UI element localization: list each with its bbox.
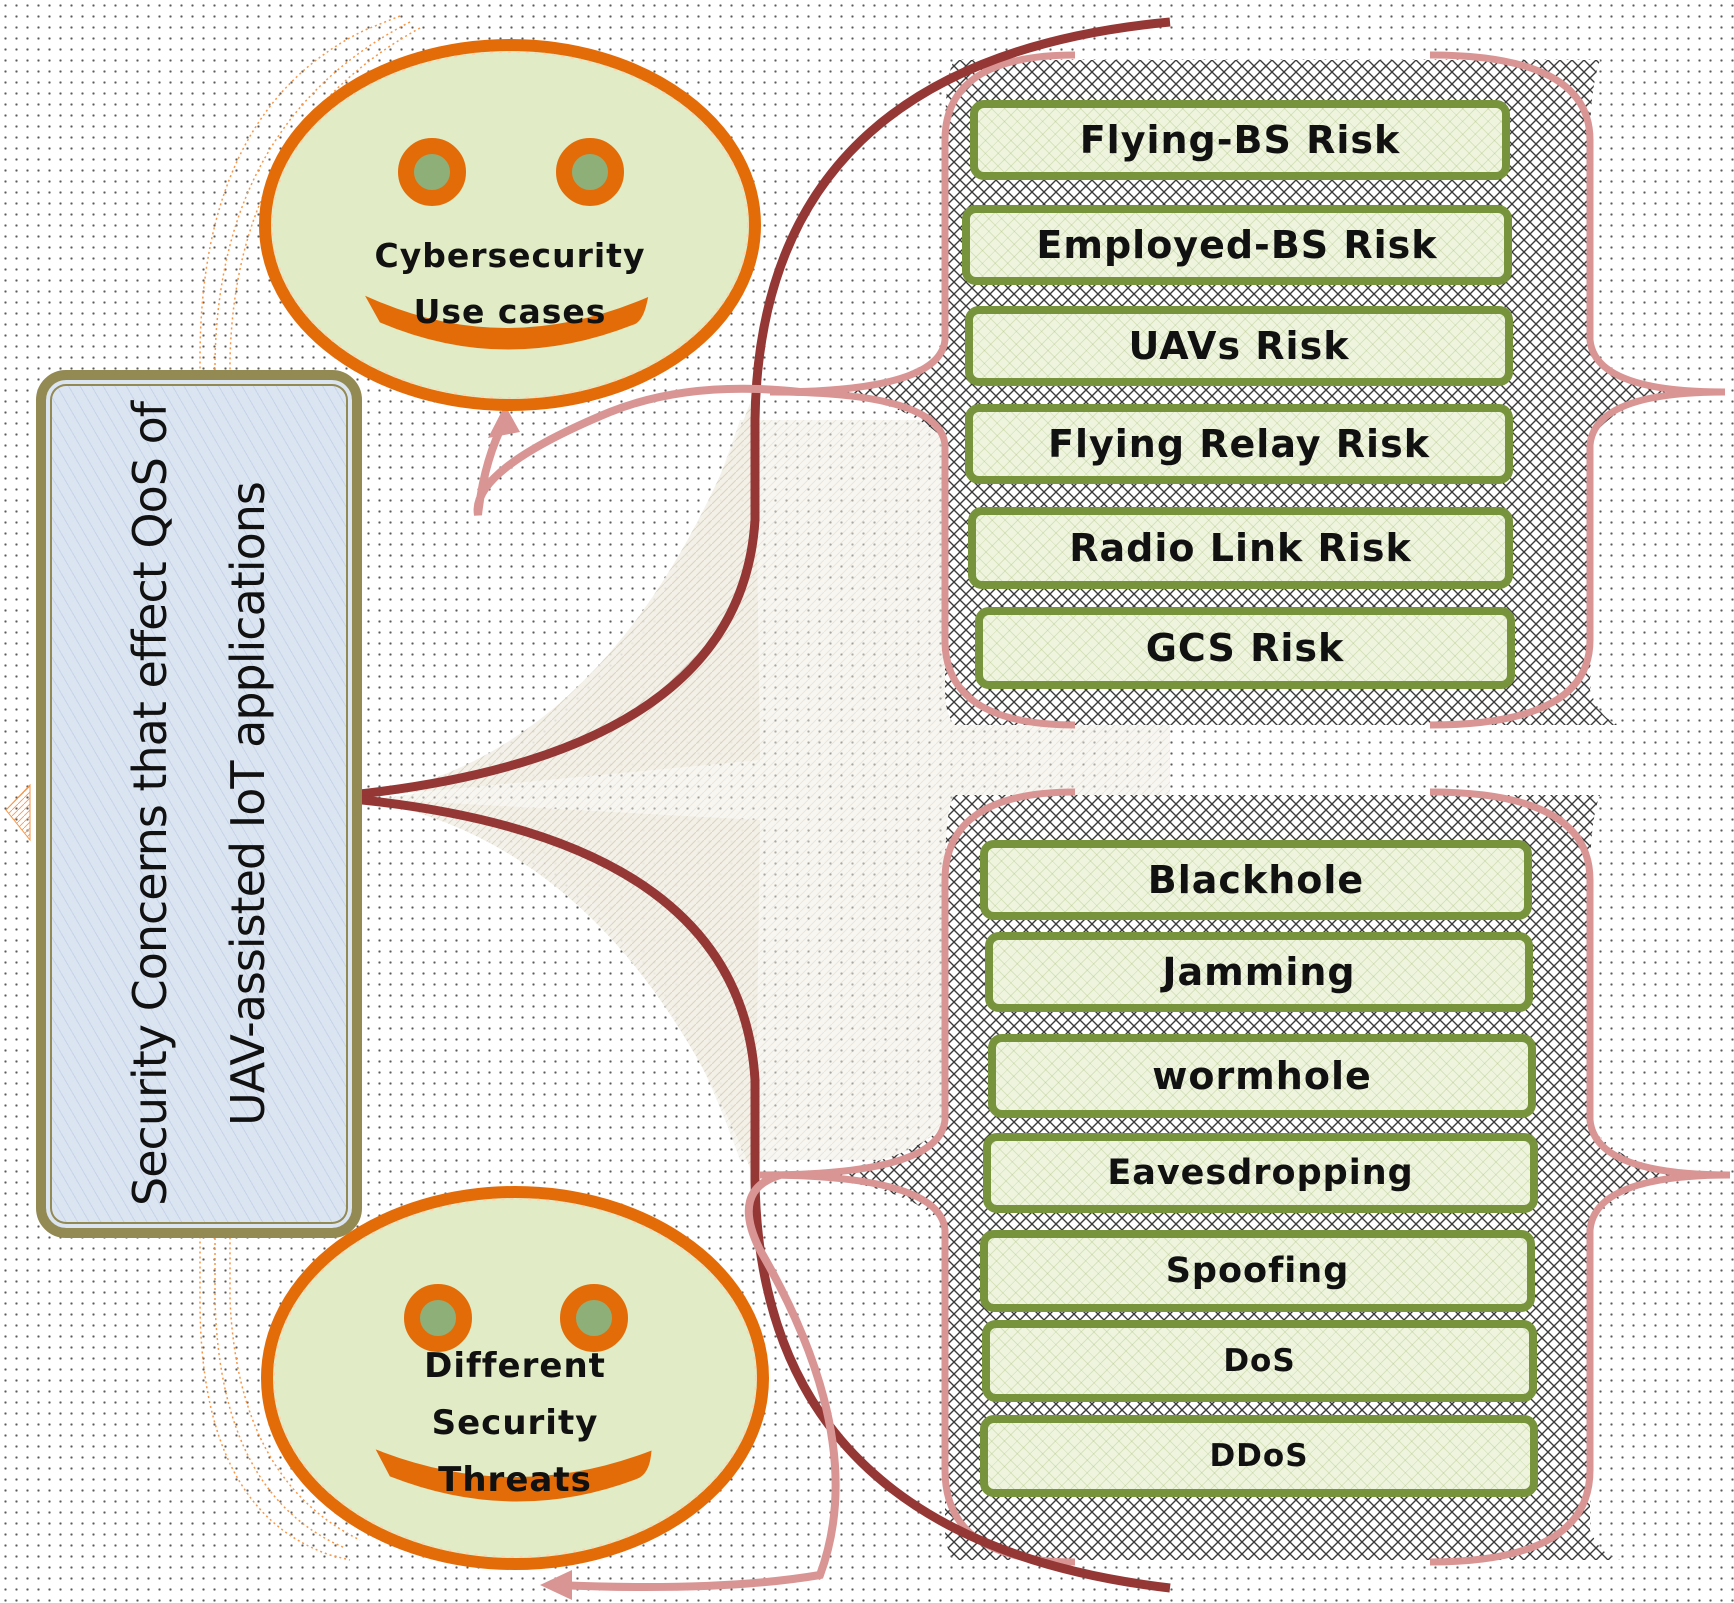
eye-icon [556,138,624,206]
arrow-to-cybersecurity [473,384,801,516]
threat-item: wormhole [988,1034,1536,1118]
smile-icon [375,1449,652,1502]
threat-item: DDoS [980,1415,1538,1497]
threats-face [261,1186,769,1570]
title-line-2: UAV-assisted IoT applications [221,482,275,1126]
eye-icon [560,1284,628,1352]
use-case-item: Flying Relay Risk [965,404,1513,484]
threat-item: Jamming [985,932,1533,1012]
cybersecurity-label: Cybersecurity Use cases [340,228,680,340]
threats-label-line-1: Different [424,1346,606,1386]
use-case-item: UAVs Risk [965,306,1513,386]
threats-label-line-3: Threats [438,1460,592,1500]
threat-item: DoS [982,1320,1537,1402]
use-case-item: GCS Risk [975,607,1515,689]
arrow-head-threats [540,1570,572,1600]
eye-icon [404,1284,472,1352]
use-case-item: Employed-BS Risk [962,205,1512,285]
cybersecurity-label-line-2: Use cases [413,292,607,331]
title-line-1: Security Concerns that effect QoS of [123,402,177,1206]
arrow-to-threats [554,1171,840,1592]
arrow-head-cybersecurity [488,405,520,438]
title-text: Security Concerns that effect QoS of UAV… [101,394,297,1214]
eye-icon [398,138,466,206]
title-box: Security Concerns that effect QoS of UAV… [36,370,362,1238]
threat-item: Spoofing [980,1230,1535,1312]
threats-label: Different Security Threats [355,1338,675,1509]
cybersecurity-face [259,39,761,411]
threat-item: Blackhole [980,840,1532,920]
threat-item: Eavesdropping [983,1133,1538,1213]
threats-label-line-2: Security [431,1403,599,1443]
brace-threats [759,788,1731,1566]
use-case-item: Flying-BS Risk [970,100,1510,180]
smile-icon [365,295,649,350]
connector-curve-top [329,17,1171,802]
connector-curve-bottom [329,792,1171,1593]
use-case-item: Radio Link Risk [968,507,1513,589]
cybersecurity-label-line-1: Cybersecurity [374,236,646,275]
